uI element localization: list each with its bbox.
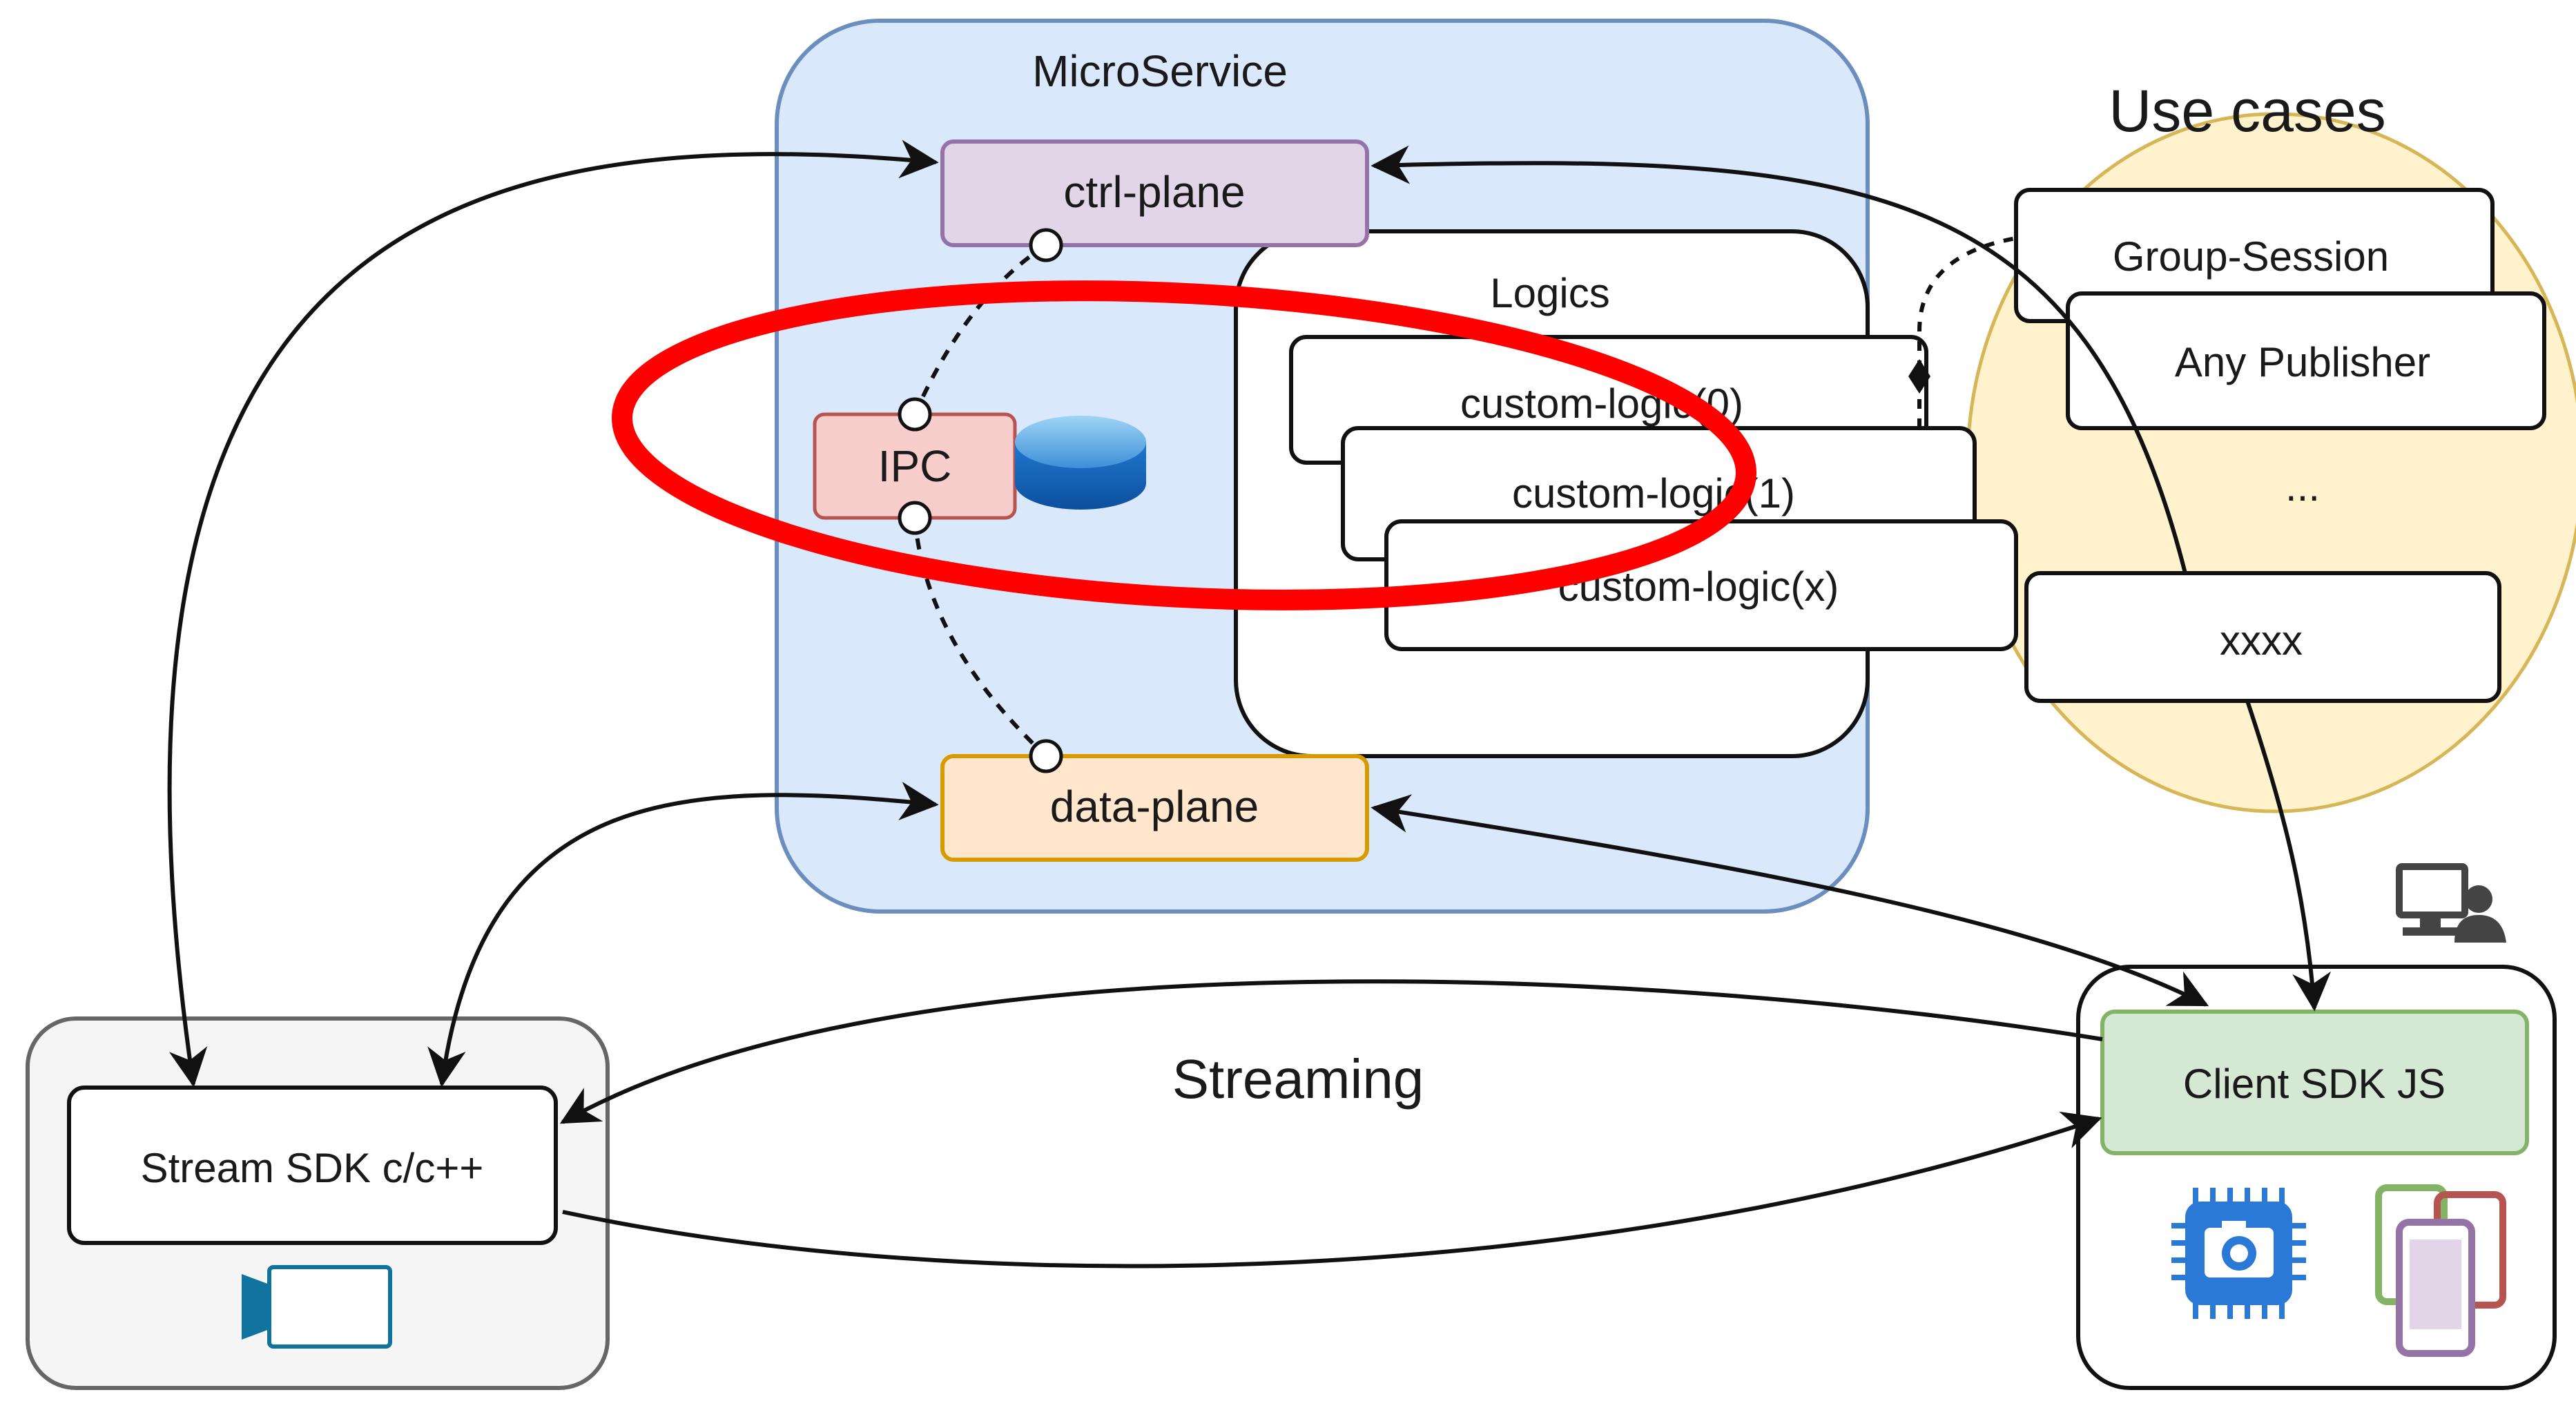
stream-sdk-group: Stream SDK c/c++ [26,1016,610,1390]
data-plane-box: data-plane [940,754,1369,862]
ctrl-plane-label: ctrl-plane [1063,167,1245,217]
custom-logic-x: custom-logic(x) [1384,519,2018,651]
use-case-ellipsis: ... [2285,463,2320,510]
logics-title: Logics [1490,270,1609,316]
ctrl-plane-box: ctrl-plane [940,139,1369,247]
ipc-connections [913,243,1048,758]
stream-sdk-box [67,1086,558,1245]
use-case-group-session-label: Group-Session [2113,233,2389,280]
client-sdk-group: Client SDK JS [2076,965,2557,1390]
logic-usecase-link [1908,236,2017,428]
use-case-xxxx: xxxx [2024,571,2501,703]
use-case-any-publisher: Any Publisher [2066,291,2546,430]
use-cases-title: Use cases [2109,78,2386,144]
computer-user-icon [2396,863,2506,943]
data-plane-label: data-plane [1050,782,1259,831]
database-icon [1015,416,1146,510]
use-case-any-publisher-label: Any Publisher [2175,339,2430,385]
camera-chip-icon [2171,1188,2306,1319]
client-sdk-label: Client SDK JS [2183,1061,2446,1107]
ipc-label: IPC [878,441,952,491]
client-sdk-box [2100,1010,2529,1155]
stream-sdk-label: Stream SDK c/c++ [141,1145,484,1191]
connection-arrows [167,139,2332,1269]
microservice-title: MicroService [1032,46,1288,96]
camera-icon [242,1265,392,1349]
use-case-xxxx-label: xxxx [2220,617,2303,664]
streaming-label: Streaming [1172,1048,1424,1110]
mobile-devices-icon [2375,1184,2506,1357]
